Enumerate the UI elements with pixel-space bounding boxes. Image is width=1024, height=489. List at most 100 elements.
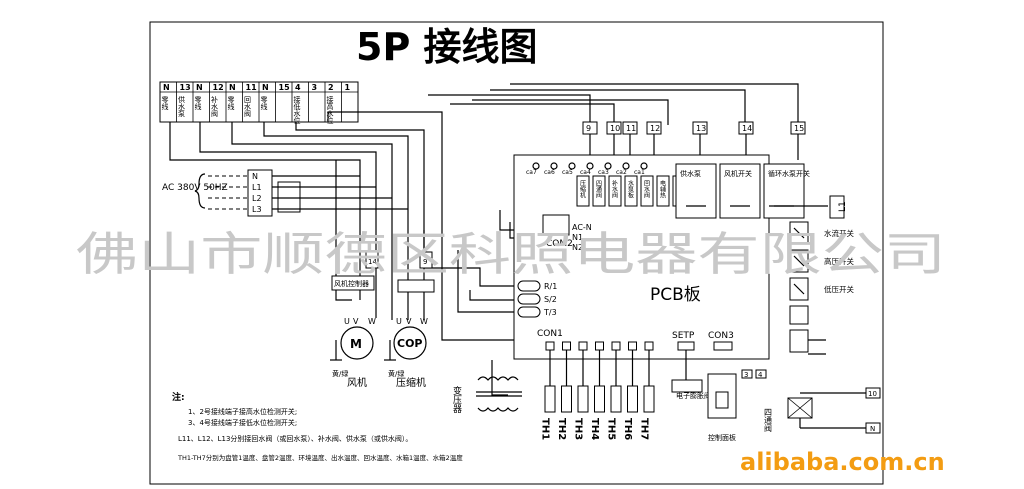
pcb-output-label: 电辅热 (659, 179, 666, 199)
pcb-output-label: 补水阀 (611, 179, 618, 199)
compressor-label: 压缩机 (396, 376, 426, 389)
power-supply-label: AC 380V 50HZ (162, 183, 228, 193)
pcb-pin: ca3 (598, 169, 609, 176)
switch-label: 低压开关 (824, 284, 854, 294)
terminal-label: 回水阀 (244, 96, 252, 118)
power-brace (194, 173, 206, 209)
pcb-output-label: 压缩机 (579, 180, 586, 199)
th-sensor-label: TH4 (589, 418, 600, 440)
pcb-pin: ca1 (634, 169, 645, 176)
svg-text:3、4号接线端子接低水位检测开关;: 3、4号接线端子接低水位检测开关; (188, 418, 297, 427)
terminal-number: 13 (180, 83, 191, 92)
main-switch (277, 181, 301, 213)
relay-label: 供水泵 (680, 169, 701, 178)
th-sensor-label: TH1 (540, 418, 551, 440)
four-way-valve-label: 四通阀 (764, 408, 773, 433)
notes: 注: 1、2号接线端子接高水位检测开关; 3、4号接线端子接低水位检测开关; L… (172, 391, 463, 462)
terminal-label: 零线 (227, 96, 235, 110)
terminal-number: N (163, 83, 170, 92)
relay-box (763, 163, 805, 219)
svg-text:SETP: SETP (672, 331, 695, 341)
fan-controller-label: 风机控制器 (334, 279, 369, 288)
relay-box (675, 163, 717, 219)
pcb-pin: ca2 (616, 169, 627, 176)
pcb-pin: ca5 (562, 169, 573, 176)
svg-text:W: W (368, 317, 376, 326)
svg-text:L1: L1 (838, 201, 848, 212)
terminal-number: N (229, 83, 236, 92)
phase-label: N (252, 172, 258, 181)
pcb-output-label: 回水阀 (643, 180, 650, 199)
svg-text:V: V (353, 317, 359, 326)
compressor: 9 COP U V W 黄/绿 压缩机 (384, 251, 435, 389)
con3-connector: CON3 控制面板 3 4 (707, 331, 767, 442)
terminal-number: 2 (328, 83, 334, 92)
l1-terminal: L1 (769, 195, 848, 219)
svg-text:注:: 注: (172, 391, 185, 403)
fan-motor: 风机控制器 14 M U V W 黄/绿 风机 (330, 251, 379, 389)
switch-label: 水流开关 (824, 228, 854, 238)
svg-text:黄/绿: 黄/绿 (332, 369, 348, 378)
terminal-label: 接高水位 (326, 95, 334, 124)
pcb-top-terminals: 9 10 11 12 13 14 15 (582, 121, 806, 160)
terminal-number: 11 (246, 83, 258, 92)
control-panel-label: 控制面板 (708, 433, 736, 442)
svg-text:黄/绿: 黄/绿 (388, 369, 404, 378)
company-watermark: 佛山市顺德区科照电器有限公司 (76, 227, 946, 281)
svg-text:U: U (344, 317, 350, 326)
terminal-label: 补水阀 (211, 95, 219, 118)
phase-label: L3 (252, 205, 262, 214)
terminal-label: 供水泵 (178, 95, 186, 117)
setp-connector: SETP 电子膨胀阀 (671, 331, 711, 400)
relay-box (719, 163, 761, 219)
terminal-number: 15 (279, 83, 291, 92)
rst-label: T/3 (543, 308, 557, 317)
pcb-label: PCB板 (650, 285, 701, 305)
th-sensor-label: TH2 (556, 418, 567, 440)
alibaba-watermark: alibaba.com.cn (740, 448, 945, 476)
phase-label: L2 (252, 194, 262, 203)
svg-text:L11、L12、L13分别接回水阀（或回水泵）、补水阀、供水: L11、L12、L13分别接回水阀（或回水泵）、补水阀、供水泵（或供水阀）。 (178, 434, 412, 443)
rst-label: R/1 (544, 282, 557, 291)
wiring-lines (169, 83, 799, 396)
transformer: 变压器 (451, 376, 522, 413)
terminal-number: N (262, 83, 269, 92)
svg-text:10: 10 (868, 390, 877, 398)
terminal-number: N (196, 83, 203, 92)
svg-text:TH1-TH7分别为盘管1温度、盘管2温度、环境温度、出水温: TH1-TH7分别为盘管1温度、盘管2温度、环境温度、出水温度、回水温度、水箱1… (177, 453, 463, 462)
relay-label: 循环水泵开关 (768, 169, 810, 178)
top-terminal-number: 12 (650, 124, 660, 133)
top-terminal-number: 10 (610, 124, 620, 133)
com2-box (542, 214, 570, 236)
top-terminal-number: 15 (794, 124, 804, 133)
terminal-number: 1 (345, 83, 351, 92)
terminal-number: 12 (213, 83, 224, 92)
th-sensor-label: TH5 (606, 418, 617, 440)
svg-text:U: U (396, 317, 402, 326)
electronic-valve-label: 电子膨胀阀 (676, 391, 711, 400)
top-terminal-number: 9 (586, 124, 591, 133)
terminal-label: 零线 (194, 96, 202, 110)
switch-label: 高压开关 (824, 256, 854, 266)
th-sensor-label: TH7 (639, 418, 650, 440)
terminal-label: 零线 (161, 96, 169, 110)
svg-text:COP: COP (397, 337, 423, 350)
com2-label: COM2 (546, 239, 573, 249)
acn-label: N1 (572, 233, 583, 242)
con1-label: CON1 (537, 329, 563, 339)
terminal-label: 零线 (260, 96, 268, 110)
phase-label: L1 (252, 183, 262, 192)
svg-text:4: 4 (758, 371, 763, 379)
svg-text:14: 14 (368, 258, 377, 266)
pcb-output-label: 水泵板 (627, 179, 634, 199)
top-terminal-number: 11 (626, 124, 636, 133)
svg-text:V: V (406, 317, 412, 326)
pcb-output-label: 四通阀 (595, 180, 602, 199)
acn-label: N2 (572, 243, 583, 252)
top-terminal-number: 13 (696, 124, 706, 133)
top-terminal-number: 14 (742, 124, 752, 133)
